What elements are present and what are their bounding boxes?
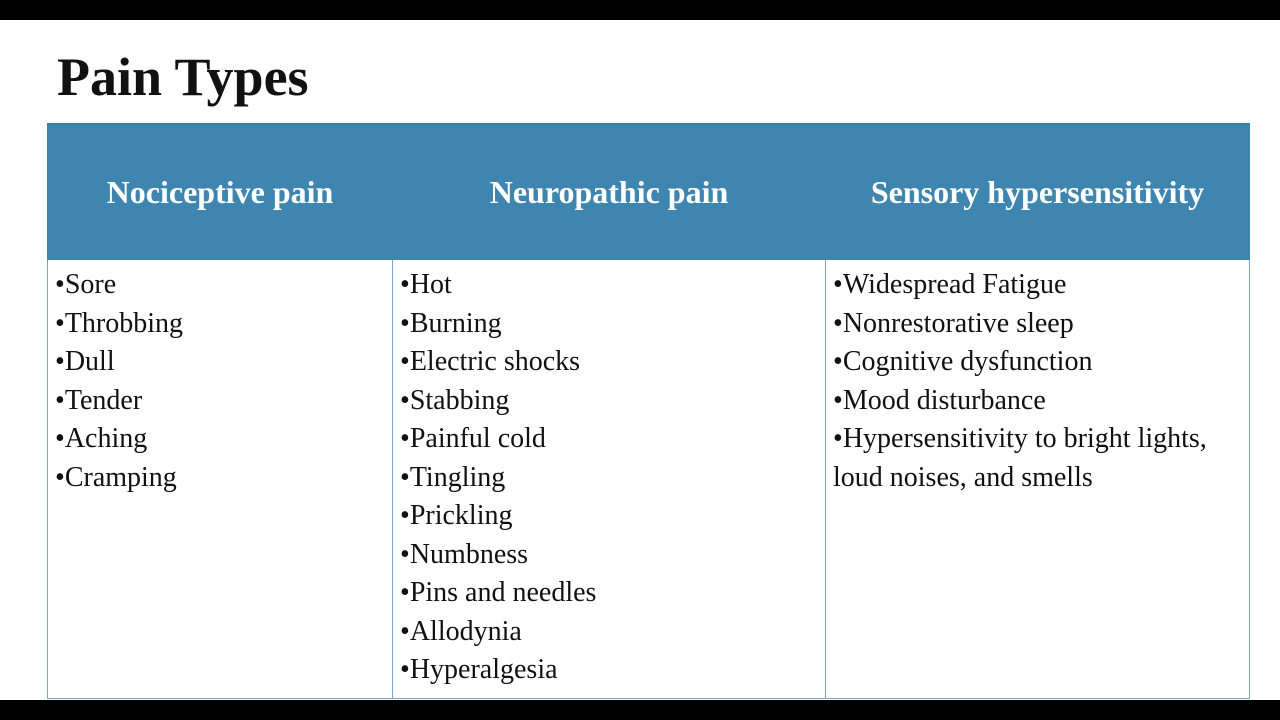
- header-nociceptive: Nociceptive pain: [47, 123, 393, 260]
- list-item: Cramping: [55, 459, 386, 498]
- list-item: Prickling: [400, 497, 819, 536]
- sensory-hypersensitivity-list: Widespread Fatigue Nonrestorative sleep …: [833, 266, 1243, 497]
- nociceptive-cell: Sore Throbbing Dull Tender Aching Crampi…: [47, 259, 393, 699]
- list-item: Hot: [400, 266, 819, 305]
- list-item: Hyperalgesia: [400, 651, 819, 690]
- list-item: Electric shocks: [400, 343, 819, 382]
- list-item: Burning: [400, 305, 819, 344]
- list-item: Allodynia: [400, 613, 819, 652]
- neuropathic-list: Hot Burning Electric shocks Stabbing Pai…: [400, 266, 819, 690]
- list-item: Sore: [55, 266, 386, 305]
- list-item: Nonrestorative sleep: [833, 305, 1243, 344]
- list-item: Dull: [55, 343, 386, 382]
- pain-types-table: Nociceptive pain Neuropathic pain Sensor…: [47, 123, 1250, 699]
- list-item: Numbness: [400, 536, 819, 575]
- list-item: Pins and needles: [400, 574, 819, 613]
- list-item: Tingling: [400, 459, 819, 498]
- header-sensory-hypersensitivity: Sensory hypersensitivity: [825, 123, 1250, 260]
- list-item: Mood disturbance: [833, 382, 1243, 421]
- list-item: Widespread Fatigue: [833, 266, 1243, 305]
- nociceptive-list: Sore Throbbing Dull Tender Aching Crampi…: [55, 266, 386, 497]
- header-neuropathic: Neuropathic pain: [392, 123, 826, 260]
- list-item: Painful cold: [400, 420, 819, 459]
- slide-title: Pain Types: [57, 47, 309, 107]
- list-item: Cognitive dysfunction: [833, 343, 1243, 382]
- list-item: Hypersensitivity to bright lights, loud …: [833, 420, 1243, 497]
- list-item: Throbbing: [55, 305, 386, 344]
- list-item: Stabbing: [400, 382, 819, 421]
- list-item: Tender: [55, 382, 386, 421]
- table-header-row: Nociceptive pain Neuropathic pain Sensor…: [47, 123, 1250, 260]
- sensory-hypersensitivity-cell: Widespread Fatigue Nonrestorative sleep …: [825, 259, 1250, 699]
- neuropathic-cell: Hot Burning Electric shocks Stabbing Pai…: [392, 259, 826, 699]
- table-body-row: Sore Throbbing Dull Tender Aching Crampi…: [47, 259, 1250, 699]
- slide: Pain Types Nociceptive pain Neuropathic …: [0, 20, 1280, 700]
- list-item: Aching: [55, 420, 386, 459]
